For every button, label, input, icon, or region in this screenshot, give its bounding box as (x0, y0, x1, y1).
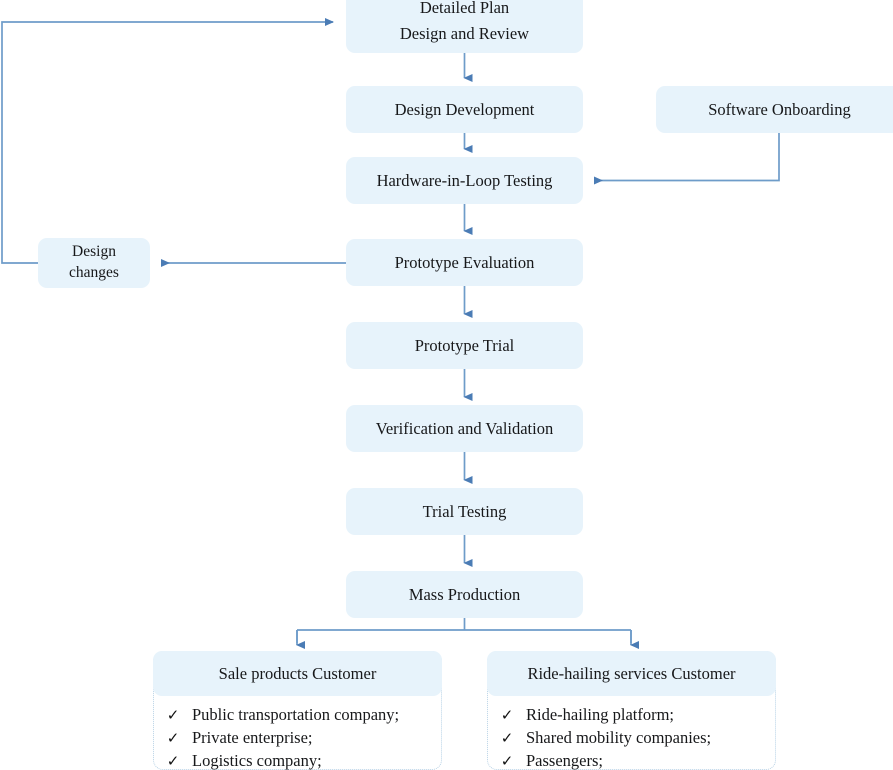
node-prototype-evaluation-label: Prototype Evaluation (394, 252, 535, 272)
list-item: ✓ Ride-hailing platform; (488, 704, 775, 727)
check-icon: ✓ (500, 708, 514, 724)
node-verification-and-validation[interactable]: Verification and Validation (346, 405, 583, 452)
node-detailed-plan-line2: Design and Review (399, 23, 530, 43)
node-detailed-plan[interactable]: Detailed Plan Design and Review (346, 0, 583, 53)
check-icon: ✓ (166, 730, 180, 747)
card-sale-products-customer[interactable]: Sale products Customer ✓ Public transpor… (153, 651, 442, 770)
node-design-development-label: Design Development (394, 99, 535, 119)
list-item-label: Logistics company; (192, 750, 322, 770)
list-item: ✓ Private enterprise; (154, 727, 441, 750)
edge-mass-production-branch (296, 618, 632, 643)
list-item-label: Shared mobility companies; (526, 727, 712, 747)
list-item-label: Private enterprise; (192, 727, 313, 747)
node-prototype-trial[interactable]: Prototype Trial (346, 322, 583, 369)
node-hardware-in-loop-testing-label: Hardware-in-Loop Testing (376, 170, 553, 190)
list-item: ✓ Shared mobility companies; (488, 727, 775, 750)
card-ride-hailing-services-customer-body: ✓ Ride-hailing platform; ✓ Shared mobili… (488, 696, 775, 770)
list-item-label: Passengers; (526, 750, 603, 770)
node-design-development[interactable]: Design Development (346, 86, 583, 133)
edge-design-changes-to-detailed-plan (1, 18, 334, 264)
node-mass-production[interactable]: Mass Production (346, 571, 583, 618)
card-ride-hailing-services-customer[interactable]: Ride-hailing services Customer ✓ Ride-ha… (487, 651, 776, 770)
card-sale-products-customer-body: ✓ Public transportation company; ✓ Priva… (154, 696, 441, 770)
check-icon: ✓ (500, 753, 514, 770)
list-item: ✓ Passengers; (488, 750, 775, 770)
list-item-label: Ride-hailing platform; (526, 705, 675, 724)
card-sale-products-customer-header: Sale products Customer (153, 651, 442, 696)
node-prototype-trial-label: Prototype Trial (414, 335, 515, 355)
node-trial-testing-label: Trial Testing (422, 501, 507, 521)
node-software-onboarding[interactable]: Software Onboarding (656, 86, 893, 133)
edge-software-onboarding-to-hil (594, 133, 780, 185)
node-verification-and-validation-label: Verification and Validation (375, 418, 554, 438)
list-item: ✓ Logistics company; (154, 750, 441, 770)
node-prototype-evaluation[interactable]: Prototype Evaluation (346, 239, 583, 286)
node-design-changes-line1: Design (72, 243, 116, 261)
check-icon: ✓ (166, 753, 180, 770)
check-icon: ✓ (166, 708, 180, 724)
node-design-changes[interactable]: Design changes (38, 238, 150, 288)
node-hardware-in-loop-testing[interactable]: Hardware-in-Loop Testing (346, 157, 583, 204)
node-design-changes-line2: changes (69, 264, 119, 281)
node-software-onboarding-label: Software Onboarding (708, 99, 851, 119)
list-item: ✓ Public transportation company; (154, 704, 441, 727)
list-item-label: Public transportation company; (192, 705, 400, 724)
node-detailed-plan-line1: Detailed Plan (419, 0, 510, 17)
check-icon: ✓ (500, 730, 514, 747)
card-ride-hailing-services-customer-header: Ride-hailing services Customer (487, 651, 776, 696)
node-mass-production-label: Mass Production (408, 584, 521, 604)
node-trial-testing[interactable]: Trial Testing (346, 488, 583, 535)
